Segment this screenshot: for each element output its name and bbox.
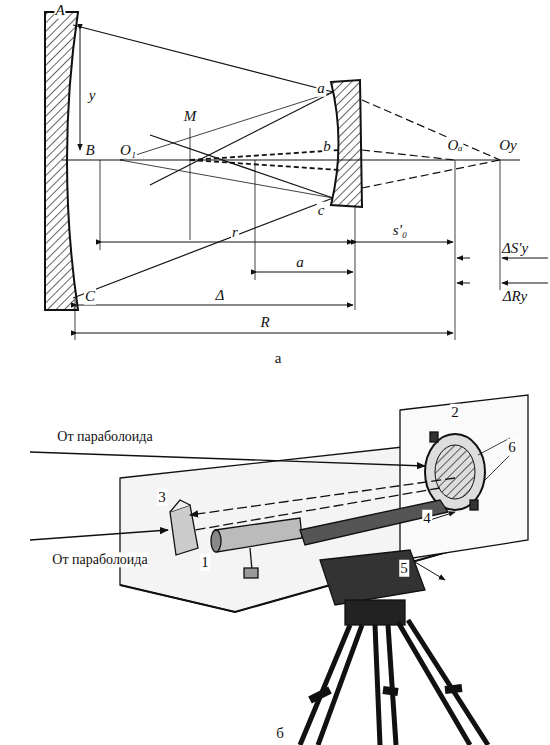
callout-number: 2: [450, 404, 460, 421]
ray-label: От параболоида: [51, 552, 148, 567]
instrument-drawing: [30, 395, 528, 745]
point-label: B: [84, 142, 95, 159]
prism: [170, 505, 198, 555]
callout-number: 4: [422, 510, 432, 527]
point-label: O₁: [119, 142, 137, 159]
dimension-label: s'₀: [392, 222, 408, 239]
eyepiece: [215, 518, 302, 552]
point-label: C: [84, 288, 96, 305]
optical-scheme: [45, 12, 548, 340]
secondary-mirror: [331, 80, 362, 207]
callout-number: 3: [157, 489, 167, 506]
dimension-label: a: [295, 254, 305, 271]
point-label: c: [317, 202, 326, 219]
figure-caption: б: [275, 725, 285, 742]
callout-number: 5: [399, 560, 409, 577]
point-label: A: [54, 2, 65, 19]
point-label: M: [183, 108, 198, 125]
callout-number: 1: [200, 554, 210, 571]
tripod-head: [320, 550, 425, 605]
ray-label: От параболоида: [56, 429, 153, 444]
dimension-label: y: [88, 87, 97, 104]
point-label: Oₐ: [446, 137, 463, 154]
point-label: Oy: [498, 137, 518, 154]
figure-caption: а: [274, 350, 283, 367]
dimension-label: ΔRy: [502, 288, 528, 305]
dimension-label: r: [231, 224, 239, 241]
point-label: a: [316, 80, 326, 97]
primary-mirror: [45, 12, 78, 310]
point-label: b: [322, 138, 332, 155]
dimension-label: Δ: [215, 287, 226, 304]
tripod-leg: [300, 625, 362, 745]
dimension-label: R: [259, 314, 270, 331]
dimension-label: ΔS'y: [501, 240, 529, 257]
callout-number: 6: [507, 439, 517, 456]
flat-mirror: [425, 434, 485, 510]
back-panel: [400, 395, 528, 560]
